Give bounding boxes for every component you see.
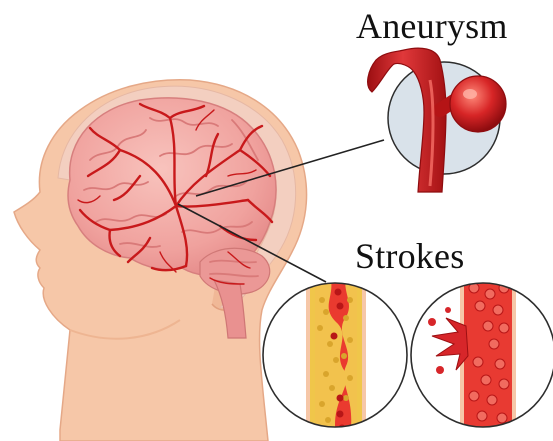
ruptured-artery-icon: [411, 276, 553, 439]
blocked-artery-icon: [263, 276, 407, 436]
aneurysm-vessel-icon: [368, 48, 506, 192]
aneurysm-label: Aneurysm: [356, 8, 508, 44]
strokes-label: Strokes: [355, 238, 464, 274]
